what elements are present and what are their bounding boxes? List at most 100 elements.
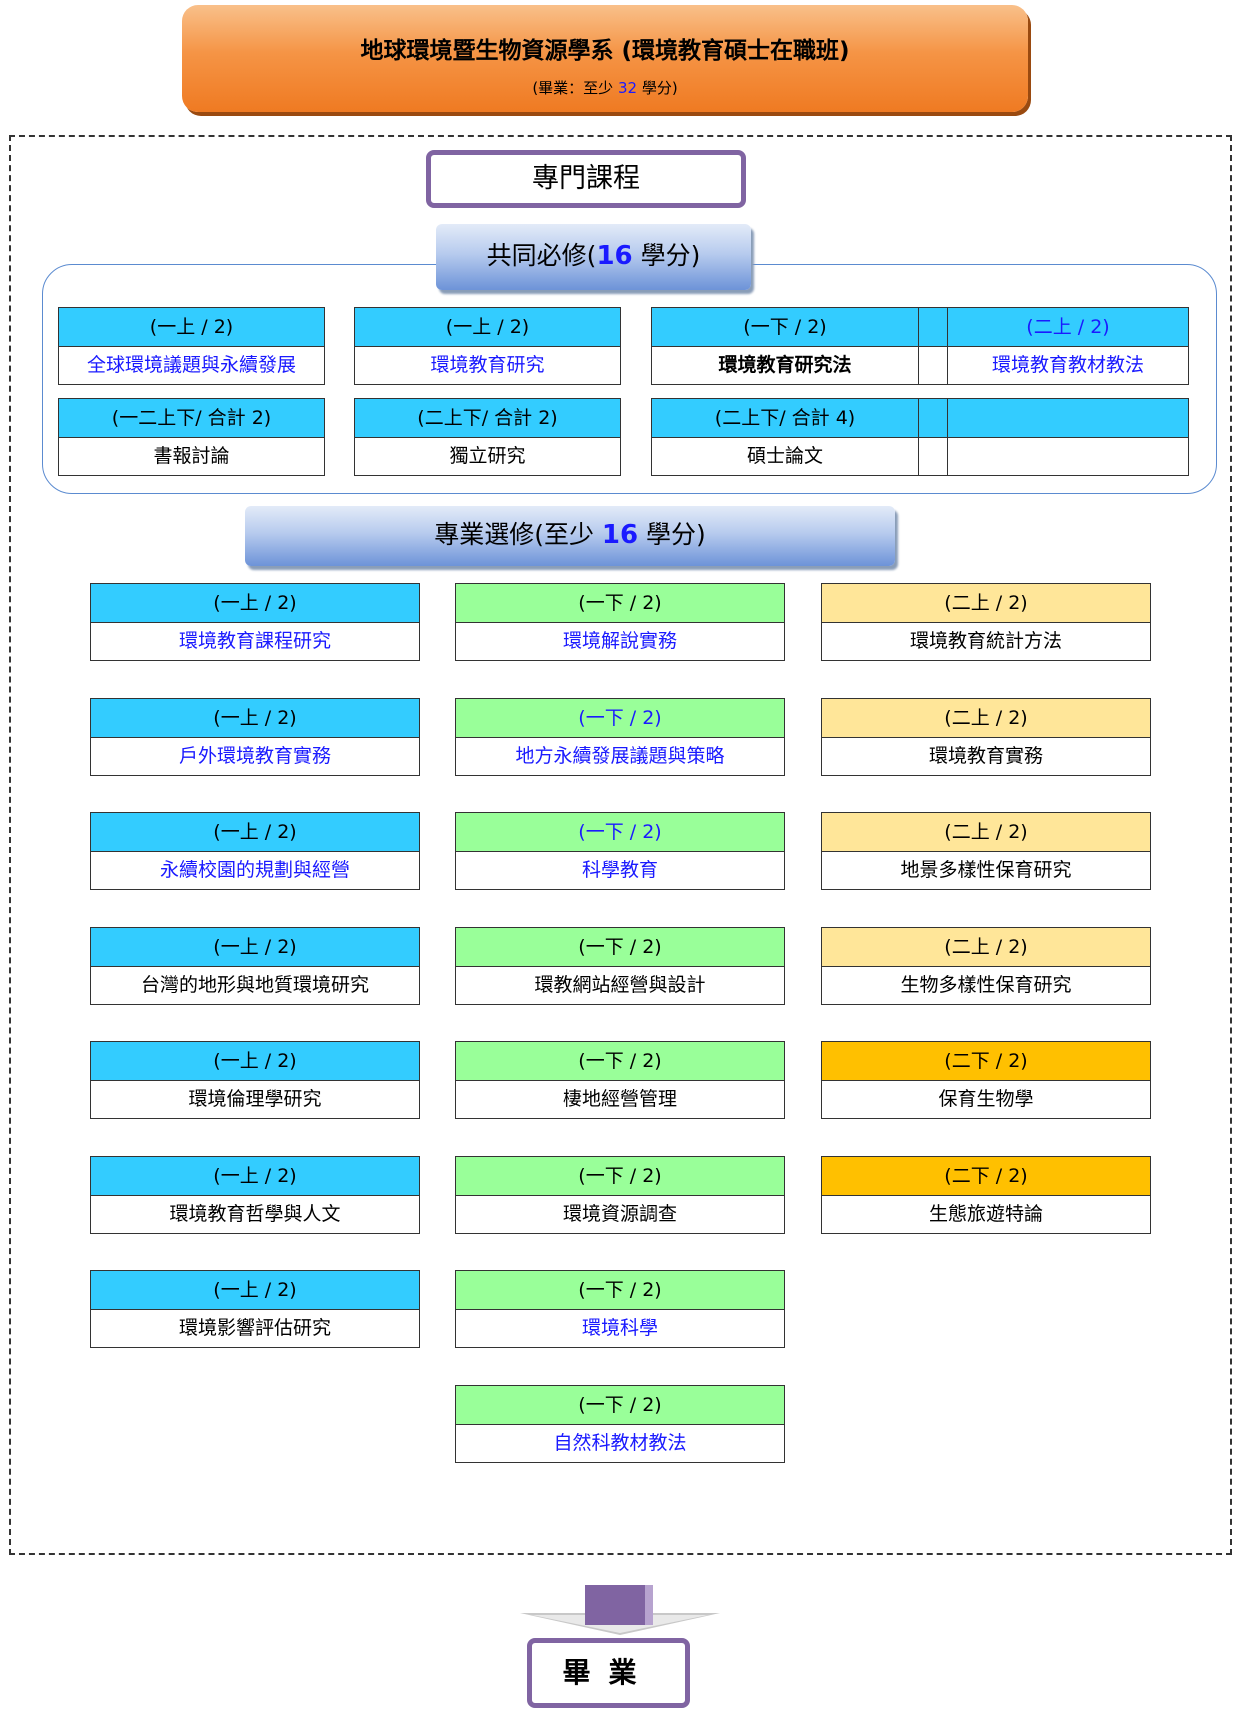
graduation-credit-note: (畢業：至少 32 學分)	[182, 77, 1028, 98]
required-course: (一二上下/ 合計 2) 書報討論	[58, 398, 325, 476]
empty-cell	[918, 307, 948, 385]
credit-note-suffix: 學分)	[637, 79, 678, 97]
course-name: 棲地經營管理	[562, 1088, 677, 1110]
course-term: (二上下/ 合計 4)	[652, 399, 918, 438]
course-term: (一下 / 2)	[456, 1157, 784, 1196]
course-name: 環境教育研究法	[718, 354, 852, 376]
elective-heading-prefix: 專業選修(至少	[434, 520, 602, 549]
course-name: 獨立研究	[449, 445, 526, 467]
course-term: (二上 / 2)	[822, 584, 1150, 623]
elective-course: (一下 / 2) 環境解說實務	[455, 583, 785, 661]
required-courses-heading: 共同必修(16 學分)	[436, 224, 751, 290]
course-name: 台灣的地形與地質環境研究	[140, 974, 369, 996]
required-heading-prefix: 共同必修(	[486, 241, 597, 270]
elective-course: (二下 / 2) 生態旅遊特論	[821, 1156, 1151, 1234]
course-name: 碩士論文	[746, 445, 823, 467]
elective-course: (一上 / 2)環境影響評估研究	[90, 1270, 420, 1348]
course-name: 科學教育	[581, 859, 658, 881]
course-term: (一下 / 2)	[456, 1386, 784, 1425]
elective-course: (一上 / 2) 環境教育哲學與人文	[90, 1156, 420, 1234]
elective-course: (二上 / 2) 環境教育實務	[821, 698, 1151, 776]
professional-courses-label: 專門課程	[426, 150, 746, 208]
department-header: 地球環境暨生物資源學系 (環境教育碩士在職班) (畢業：至少 32 學分)	[182, 5, 1028, 112]
required-course: (二上下/ 合計 2) 獨立研究	[354, 398, 621, 476]
elective-course: (二上 / 2) 環境教育統計方法	[821, 583, 1151, 661]
course-name: 保育生物學	[938, 1088, 1034, 1110]
course-name: 環境資源調查	[562, 1203, 677, 1225]
elective-course: (二下 / 2) 保育生物學	[821, 1041, 1151, 1119]
course-name: 環境教育哲學與人文	[169, 1203, 341, 1225]
required-course: (一下 / 2) 環境教育研究法	[651, 307, 919, 385]
course-name: 書報討論	[153, 445, 230, 467]
course-name: 環境教育課程研究	[178, 630, 331, 652]
course-name: 生物多樣性保育研究	[900, 974, 1072, 996]
elective-course: (二上 / 2) 地景多樣性保育研究	[821, 812, 1151, 890]
required-heading-suffix: 學分)	[632, 241, 701, 270]
course-term: (一上 / 2)	[59, 308, 324, 347]
down-arrow-icon	[520, 1585, 720, 1635]
course-term: (一上 / 2)	[91, 584, 419, 623]
course-term: (一上 / 2)	[91, 1271, 419, 1310]
course-term: (一下 / 2)	[456, 699, 784, 738]
course-name: 自然科教材教法	[553, 1432, 687, 1454]
course-term: (一上 / 2)	[91, 813, 419, 852]
elective-courses-heading: 專業選修(至少 16 學分)	[245, 506, 895, 566]
course-term: (一上 / 2)	[355, 308, 620, 347]
course-term: (一上 / 2)	[91, 1042, 419, 1081]
course-term: (二上下/ 合計 2)	[355, 399, 620, 438]
course-term: (一上 / 2)	[91, 699, 419, 738]
elective-course: (一下 / 2) 科學教育	[455, 812, 785, 890]
course-name: 地景多樣性保育研究	[900, 859, 1072, 881]
course-name: 環教網站經營與設計	[534, 974, 706, 996]
course-name: 環境教育統計方法	[909, 630, 1062, 652]
course-term: (二下 / 2)	[822, 1157, 1150, 1196]
required-course: (二上下/ 合計 4) 碩士論文	[651, 398, 919, 476]
elective-course: (二上 / 2) 生物多樣性保育研究	[821, 927, 1151, 1005]
course-name: 地方永續發展議題與策略	[515, 745, 725, 767]
elective-course: (一上 / 2) 台灣的地形與地質環境研究	[90, 927, 420, 1005]
course-term: (一下 / 2)	[456, 584, 784, 623]
course-name: 環境教育研究	[430, 354, 545, 376]
graduation-box: 畢業	[527, 1638, 690, 1708]
course-term: (二上 / 2)	[822, 699, 1150, 738]
elective-course: (一上 / 2) 永續校園的規劃與經營	[90, 812, 420, 890]
required-course: (一上 / 2) 環境教育研究	[354, 307, 621, 385]
course-name: 環境教育教材教法	[991, 354, 1144, 376]
required-course: (二上 / 2) 環境教育教材教法	[947, 307, 1189, 385]
elective-course: (一下 / 2) 環境科學	[455, 1270, 785, 1348]
required-heading-number: 16	[596, 241, 633, 271]
course-term: (一下 / 2)	[456, 813, 784, 852]
credit-note-prefix: (畢業：至少	[532, 79, 618, 97]
course-term: (二上 / 2)	[822, 928, 1150, 967]
course-name: 生態旅遊特論	[928, 1203, 1043, 1225]
course-name: 戶外環境教育實務	[178, 745, 331, 767]
elective-course: (一下 / 2) 棲地經營管理	[455, 1041, 785, 1119]
course-term: (一下 / 2)	[456, 1042, 784, 1081]
course-name: 環境教育實務	[928, 745, 1043, 767]
credit-note-number: 32	[617, 79, 638, 97]
course-term: (一上 / 2)	[91, 1157, 419, 1196]
elective-course: (一下 / 2) 環境資源調查	[455, 1156, 785, 1234]
elective-course: (一下 / 2) 環教網站經營與設計	[455, 927, 785, 1005]
course-term: (二上 / 2)	[822, 813, 1150, 852]
course-name: 環境倫理學研究	[188, 1088, 322, 1110]
course-name: 環境科學	[581, 1317, 658, 1339]
course-term: (一下 / 2)	[456, 1271, 784, 1310]
course-term: (一上 / 2)	[91, 928, 419, 967]
empty-cell	[918, 398, 948, 476]
department-title: 地球環境暨生物資源學系 (環境教育碩士在職班)	[360, 38, 850, 64]
course-term: (二下 / 2)	[822, 1042, 1150, 1081]
course-term: (一二上下/ 合計 2)	[59, 399, 324, 438]
course-term: (一下 / 2)	[652, 308, 918, 347]
required-course: (一上 / 2) 全球環境議題與永續發展	[58, 307, 325, 385]
course-term: (一下 / 2)	[456, 928, 784, 967]
elective-course: (一下 / 2) 地方永續發展議題與策略	[455, 698, 785, 776]
course-name: 永續校園的規劃與經營	[159, 859, 350, 881]
elective-course: (一下 / 2) 自然科教材教法	[455, 1385, 785, 1463]
empty-cell	[947, 398, 1189, 476]
elective-course: (一上 / 2) 戶外環境教育實務	[90, 698, 420, 776]
course-name: 全球環境議題與永續發展	[86, 354, 296, 376]
elective-course: (一上 / 2) 環境教育課程研究	[90, 583, 420, 661]
course-name: 環境解說實務	[562, 630, 677, 652]
course-term: (二上 / 2)	[948, 308, 1188, 347]
